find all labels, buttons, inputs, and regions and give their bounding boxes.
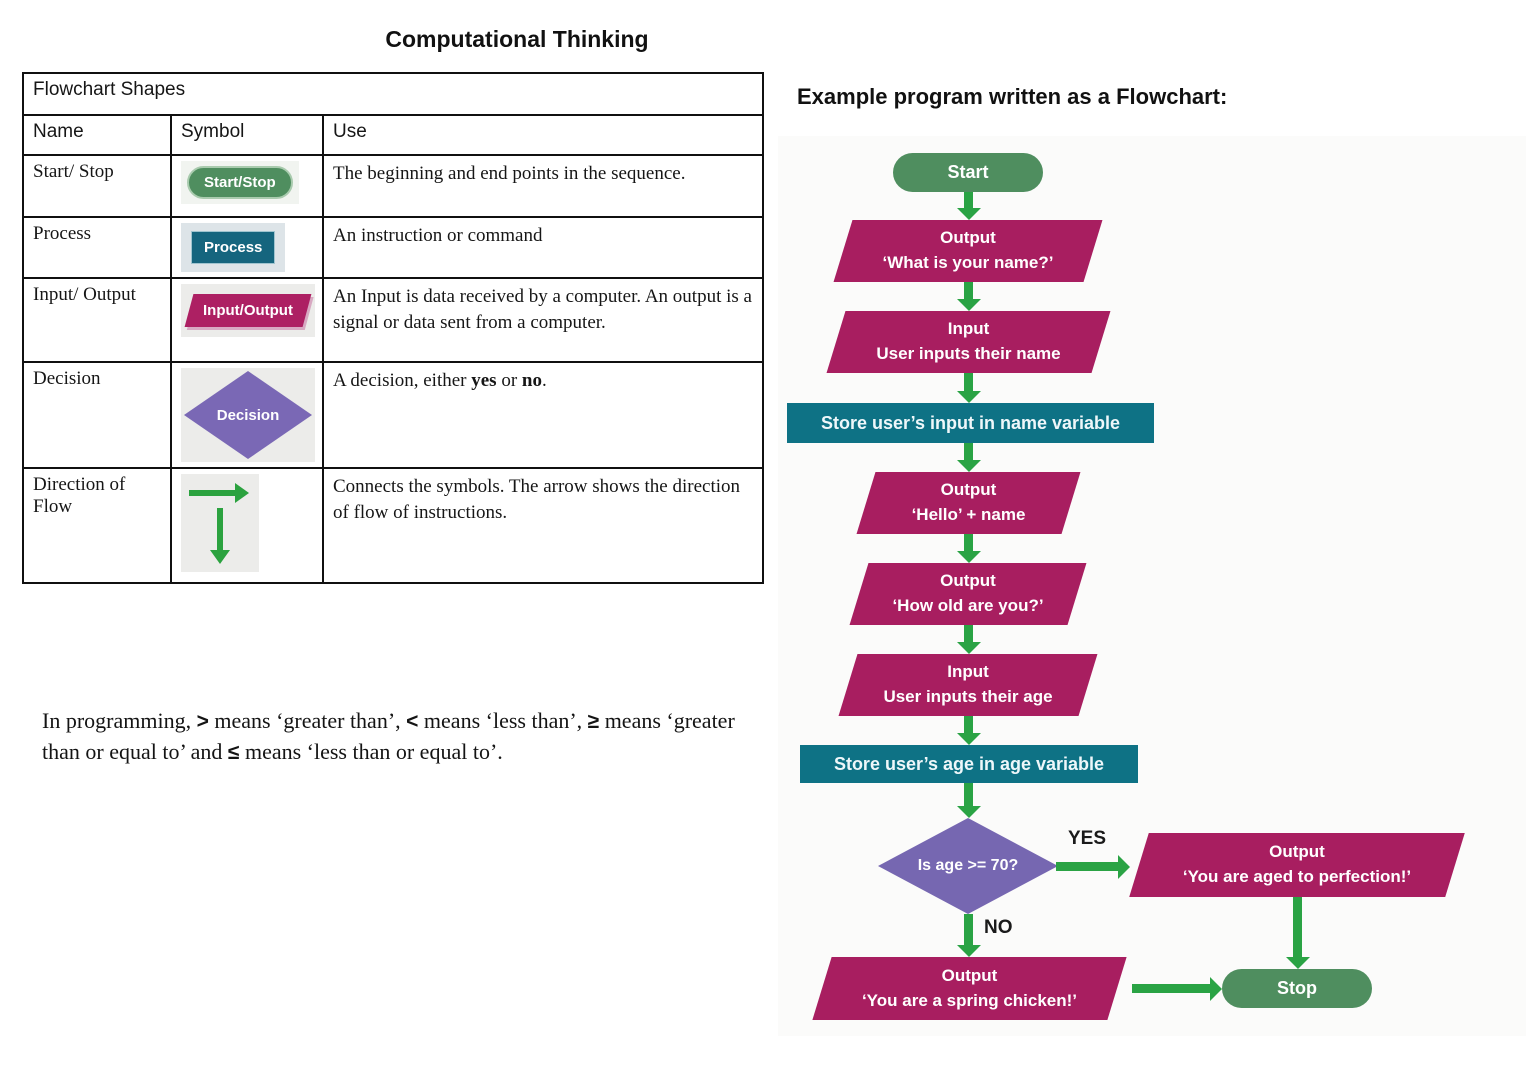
row-name-input-output: Input/ Output bbox=[22, 277, 172, 363]
output-spring-chicken-node: Output‘You are a spring chicken!’ bbox=[812, 957, 1127, 1020]
process-rect: Process bbox=[191, 231, 276, 264]
table-row: Start/ Stop Start/Stop The beginning and… bbox=[22, 154, 764, 218]
yes-label: YES bbox=[1068, 828, 1107, 849]
output-hello-node: Output‘Hello’ + name bbox=[856, 472, 1081, 534]
store-name-node: Store user’s input in name variable bbox=[787, 403, 1154, 443]
no-label: NO bbox=[984, 917, 1013, 938]
start-stop-pill: Start/Stop bbox=[187, 166, 293, 199]
direction-of-flow-symbol bbox=[181, 474, 259, 572]
down-arrow-icon bbox=[210, 508, 230, 564]
table-title: Flowchart Shapes bbox=[22, 72, 764, 116]
use-input-output: An Input is data received by a computer.… bbox=[322, 277, 764, 363]
arrow-store-age-to-decision bbox=[964, 783, 973, 806]
flowchart-shapes-table: Flowchart Shapes Name Symbol Use Start/ … bbox=[22, 72, 764, 584]
arrow-output-age-to-input-age bbox=[964, 625, 973, 642]
input-output-parallelogram: Input/Output bbox=[184, 294, 312, 327]
store-age-node: Store user’s age in age variable bbox=[800, 745, 1138, 783]
table-row: Direction of Flow Connects the symbols. … bbox=[22, 467, 764, 584]
row-name-decision: Decision bbox=[22, 361, 172, 469]
start-stop-symbol: Start/Stop bbox=[181, 161, 299, 204]
column-header-symbol: Symbol bbox=[170, 114, 324, 156]
stop-node: Stop bbox=[1222, 969, 1372, 1008]
arrow-decision-to-output-no bbox=[964, 914, 973, 945]
arrow-start-to-output-name bbox=[964, 192, 973, 208]
flowchart-heading: Example program written as a Flowchart: bbox=[797, 84, 1228, 109]
arrow-output-no-to-stop bbox=[1132, 984, 1210, 993]
use-process: An instruction or command bbox=[322, 216, 764, 279]
decision-symbol: Decision bbox=[181, 368, 315, 462]
arrow-output-hello-to-output-age bbox=[964, 534, 973, 551]
arrow-output-name-to-input-name bbox=[964, 282, 973, 299]
table-row: Decision Decision A decision, either yes… bbox=[22, 361, 764, 469]
arrow-input-age-to-store-age bbox=[964, 716, 973, 733]
table-row: Process Process An instruction or comman… bbox=[22, 216, 764, 279]
arrow-input-name-to-store-name bbox=[964, 373, 973, 391]
start-node: Start bbox=[893, 153, 1043, 192]
decision-diamond: Decision bbox=[184, 371, 312, 459]
row-name-process: Process bbox=[22, 216, 172, 279]
use-start-stop: The beginning and end points in the sequ… bbox=[322, 154, 764, 218]
use-direction-of-flow: Connects the symbols. The arrow shows th… bbox=[322, 467, 764, 584]
column-header-use: Use bbox=[322, 114, 764, 156]
arrow-decision-to-output-yes bbox=[1056, 862, 1118, 871]
right-arrow-icon bbox=[189, 483, 249, 503]
arrow-output-yes-to-stop bbox=[1293, 897, 1302, 957]
output-how-old-node: Output‘How old are you?’ bbox=[849, 563, 1087, 625]
operators-note: In programming, > means ‘greater than’, … bbox=[42, 708, 735, 764]
page-title: Computational Thinking bbox=[385, 26, 649, 52]
output-aged-perfection-node: Output‘You are aged to perfection!’ bbox=[1129, 833, 1465, 897]
use-decision: A decision, either yes or no. bbox=[322, 361, 764, 469]
arrow-store-name-to-output-hello bbox=[964, 443, 973, 460]
output-what-name-node: Output‘What is your name?’ bbox=[833, 220, 1103, 282]
row-name-start-stop: Start/ Stop bbox=[22, 154, 172, 218]
row-name-direction-of-flow: Direction of Flow bbox=[22, 467, 172, 584]
column-header-name: Name bbox=[22, 114, 172, 156]
process-symbol: Process bbox=[181, 223, 286, 272]
input-output-symbol: Input/Output bbox=[181, 284, 315, 337]
table-row: Input/ Output Input/Output An Input is d… bbox=[22, 277, 764, 363]
